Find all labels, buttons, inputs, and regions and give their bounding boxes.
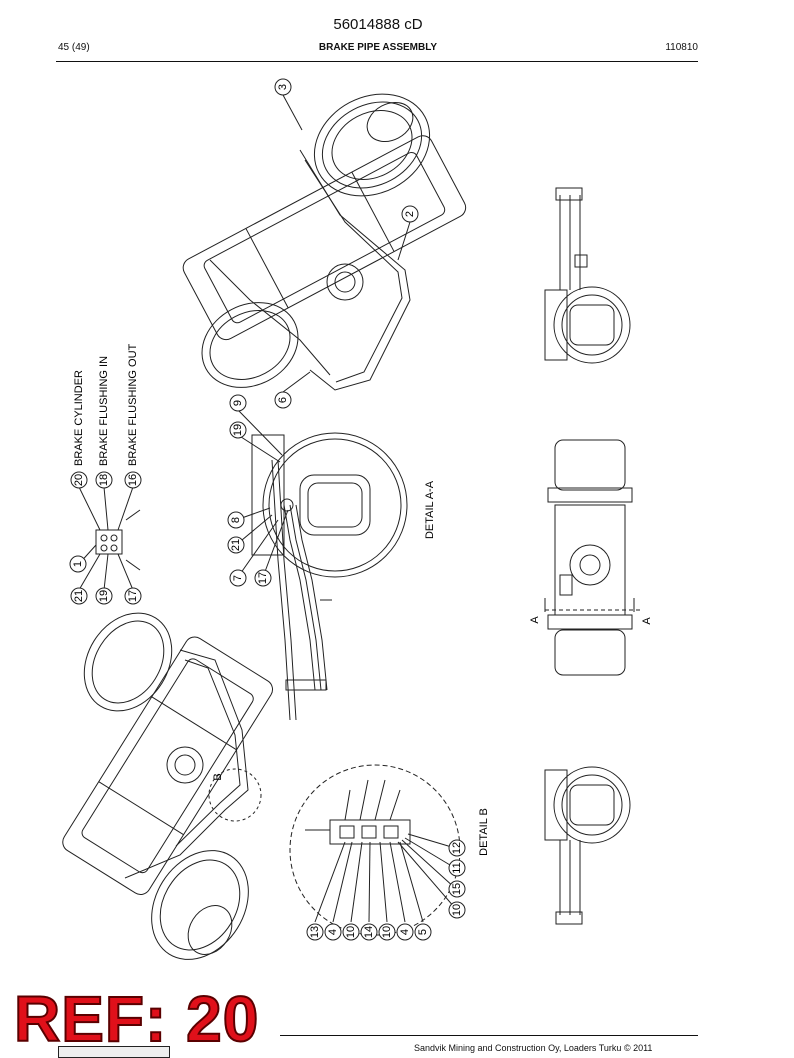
callout-14: 14 [360,923,378,941]
svg-text:20: 20 [73,474,85,486]
callout-4a: 4 [324,923,342,941]
svg-text:10: 10 [345,926,357,938]
svg-text:2: 2 [404,211,416,217]
callout-21: 21 [227,536,245,554]
callout-2: 2 [401,205,419,223]
svg-text:10: 10 [381,926,393,938]
callout-6: 6 [274,391,292,409]
svg-text:5: 5 [417,929,429,935]
side-view-top-drawing [544,187,631,364]
svg-text:14: 14 [363,926,375,938]
callout-3: 3 [274,78,292,96]
lower-axle-drawing [62,612,274,960]
page-reference: 45 (49) [58,42,90,53]
svg-text:17: 17 [257,572,269,584]
svg-text:19: 19 [232,424,244,436]
svg-text:9: 9 [232,400,244,406]
legend-item-brake-cylinder: 20 BRAKE CYLINDER [70,370,88,489]
detail-a-callouts: 9 19 8 21 7 17 [227,394,272,587]
callout-15: 15 [448,880,466,898]
legend-item-brake-flushing-in: 18 BRAKE FLUSHING IN [95,356,113,489]
svg-text:17: 17 [127,590,139,602]
legend-callout-19: 19 [95,587,113,605]
front-view-drawing [544,439,640,676]
company-logo [58,1046,170,1058]
document-date: 110810 [665,42,698,53]
callout-9: 9 [229,394,247,412]
document-number: 56014888 cD [333,16,423,33]
view-a-right-marker: A [641,617,653,625]
callout-13: 13 [306,923,324,941]
svg-text:4: 4 [399,929,411,935]
header-rule [56,61,698,62]
svg-text:8: 8 [230,517,242,523]
svg-text:11: 11 [451,862,463,873]
svg-text:15: 15 [451,883,463,895]
svg-text:4: 4 [327,929,339,935]
detail-b-label: DETAIL B [478,808,490,856]
callout-10c: 10 [448,901,466,919]
svg-text:BRAKE FLUSHING OUT: BRAKE FLUSHING OUT [127,343,139,466]
callout-4b: 4 [396,923,414,941]
legend-callout-21: 21 [70,587,88,605]
svg-text:21: 21 [73,590,85,602]
footer-copyright: Sandvik Mining and Construction Oy, Load… [414,1043,653,1053]
footer-rule [280,1035,698,1036]
main-axle-drawing [182,93,467,391]
legend-item-brake-flushing-out: 16 BRAKE FLUSHING OUT [124,343,142,489]
legend-block-drawing [77,486,141,591]
legend-callout-17: 17 [124,587,142,605]
detail-a-drawing [235,409,408,721]
svg-text:19: 19 [98,590,110,602]
callout-7: 7 [229,569,247,587]
svg-text:1: 1 [72,561,84,567]
callout-12: 12 [448,839,466,857]
legend: 20 BRAKE CYLINDER 18 BRAKE FLUSHING IN 1… [69,343,142,605]
callout-17: 17 [254,569,272,587]
svg-text:10: 10 [451,904,463,916]
svg-text:7: 7 [232,575,244,581]
callout-10a: 10 [342,923,360,941]
detail-b-marker: B [212,773,224,780]
svg-text:6: 6 [277,397,289,403]
callout-11: 11 [448,859,466,877]
svg-text:18: 18 [98,474,110,486]
page-title: BRAKE PIPE ASSEMBLY [318,42,438,53]
svg-text:BRAKE CYLINDER: BRAKE CYLINDER [73,370,85,466]
svg-text:21: 21 [230,539,242,551]
callout-5: 5 [414,923,432,941]
ref-stamp: REF: 20 [13,982,260,1056]
svg-text:BRAKE FLUSHING IN: BRAKE FLUSHING IN [98,356,110,466]
svg-text:16: 16 [127,474,139,486]
side-view-bottom-drawing [544,766,631,925]
detail-b-drawing [289,764,461,936]
callout-19: 19 [229,421,247,439]
view-a-left-marker: A [529,616,541,624]
legend-callout-1: 1 [69,555,87,573]
callout-8: 8 [227,511,245,529]
svg-text:12: 12 [451,842,463,854]
main-callouts: 3 2 6 [274,78,419,409]
callout-10b: 10 [378,923,396,941]
detail-a-label: DETAIL A-A [424,480,436,539]
svg-text:3: 3 [277,84,289,90]
detail-b-callouts: 13 4 10 14 10 4 5 10 [306,839,466,941]
svg-text:13: 13 [309,926,321,938]
